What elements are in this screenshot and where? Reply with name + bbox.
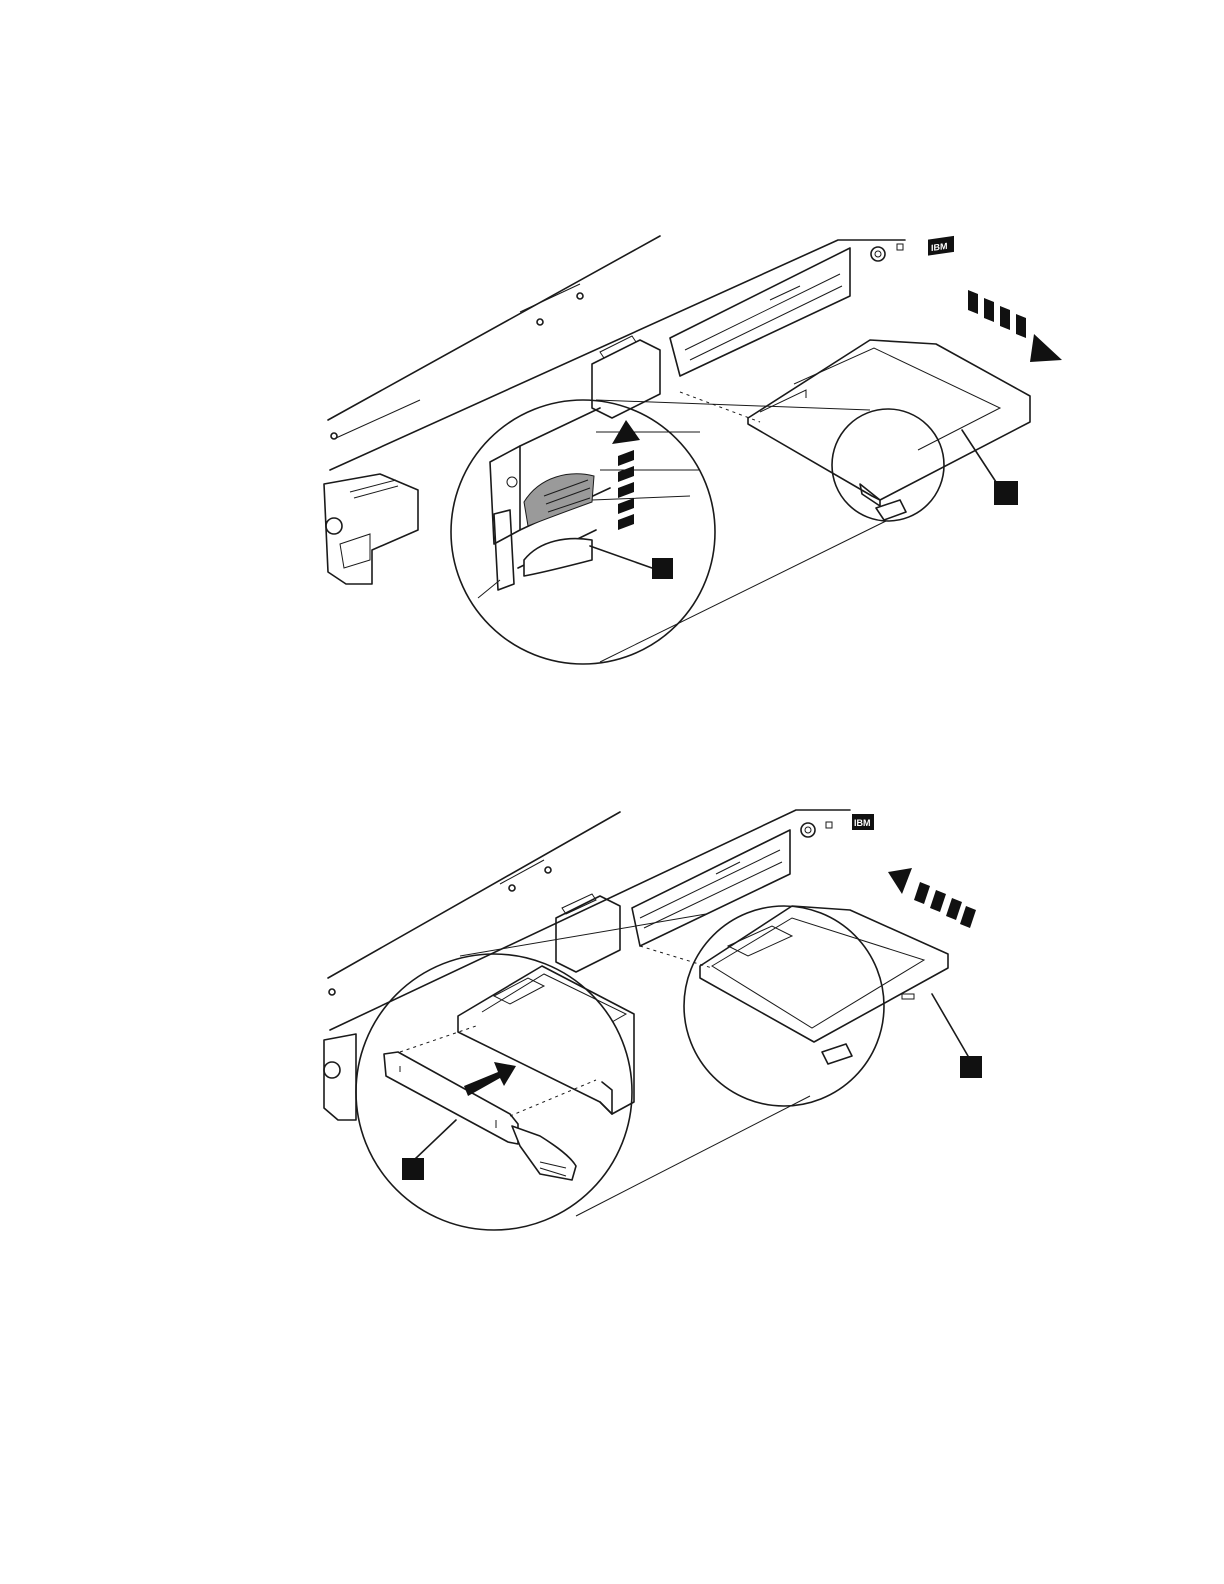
drive-callout bbox=[960, 1056, 982, 1078]
chassis-screw bbox=[329, 989, 335, 995]
zoom-drive-body bbox=[458, 966, 634, 1114]
release-latch-callout bbox=[652, 558, 673, 579]
server-chassis-front-edge bbox=[330, 810, 850, 1030]
chassis-screw bbox=[331, 433, 337, 439]
drive-callout bbox=[994, 481, 1018, 505]
alignment-line bbox=[400, 1026, 476, 1052]
drive-leader bbox=[932, 994, 968, 1056]
optical-drive-tray-inner bbox=[760, 348, 1000, 450]
optical-drive-led bbox=[902, 994, 914, 999]
status-led-icon bbox=[826, 822, 832, 828]
zoom-drive-front bbox=[600, 1082, 612, 1114]
server-rail-line bbox=[336, 284, 580, 438]
chassis-screw bbox=[509, 885, 515, 891]
chassis-screw bbox=[545, 867, 551, 873]
zoom-line-upper bbox=[460, 914, 706, 956]
ibm-logo-badge: IBM bbox=[928, 236, 954, 256]
zoom-bezel-light bbox=[507, 477, 517, 487]
status-led-icon bbox=[897, 244, 903, 250]
front-latch-block bbox=[592, 340, 660, 418]
rack-ear bbox=[324, 474, 418, 584]
ibm-logo-text: IBM bbox=[854, 818, 871, 828]
power-button-icon bbox=[801, 823, 815, 837]
guide-line bbox=[680, 392, 760, 422]
install-drive-illustration: IBM bbox=[0, 790, 1224, 1250]
release-latch-lower bbox=[524, 539, 592, 576]
zoom-bezel-front bbox=[494, 510, 514, 590]
rack-ear-handle bbox=[340, 534, 370, 568]
retention-clip-leader bbox=[414, 1120, 456, 1160]
alignment-line bbox=[510, 1080, 596, 1116]
rack-ear-thumbscrew-icon bbox=[326, 518, 342, 534]
install-drive-drawing: IBM bbox=[0, 790, 1224, 1250]
retention-clip-lever bbox=[512, 1126, 576, 1180]
slide-in-arrow bbox=[888, 868, 976, 928]
remove-drive-illustration: IBM bbox=[0, 200, 1224, 680]
optical-drive-body bbox=[700, 906, 948, 1042]
power-button-icon-inner bbox=[875, 251, 881, 257]
drive-bay-slot bbox=[640, 850, 782, 928]
latch-tab bbox=[822, 1044, 852, 1064]
front-latch-grill bbox=[562, 894, 596, 914]
drive-bay-slot bbox=[685, 274, 842, 360]
server-chassis-top-edge bbox=[328, 236, 660, 420]
power-button-icon-inner bbox=[805, 827, 811, 833]
lift-latch-arrow bbox=[612, 420, 640, 530]
detail-circle-right bbox=[684, 906, 884, 1106]
slide-out-arrow bbox=[968, 290, 1062, 362]
rack-ear-detail bbox=[350, 480, 398, 498]
chassis-screw bbox=[577, 293, 583, 299]
server-chassis-top-edge bbox=[328, 812, 620, 978]
rack-ear-thumbscrew-icon bbox=[324, 1062, 340, 1078]
release-latch-leader bbox=[590, 546, 652, 568]
server-rail-line bbox=[500, 860, 544, 884]
optical-drive-top bbox=[712, 918, 924, 1028]
zoom-line-lower bbox=[600, 521, 886, 662]
retention-clip-notches bbox=[400, 1066, 496, 1128]
retention-clip-callout bbox=[402, 1158, 424, 1180]
attach-clip-arrow bbox=[464, 1062, 516, 1096]
power-button-icon bbox=[871, 247, 885, 261]
drive-leader bbox=[962, 430, 996, 482]
chassis-screw bbox=[537, 319, 543, 325]
remove-drive-drawing: IBM bbox=[0, 200, 1224, 680]
optical-drive-tray bbox=[748, 340, 1030, 500]
ibm-logo-badge: IBM bbox=[852, 814, 874, 830]
